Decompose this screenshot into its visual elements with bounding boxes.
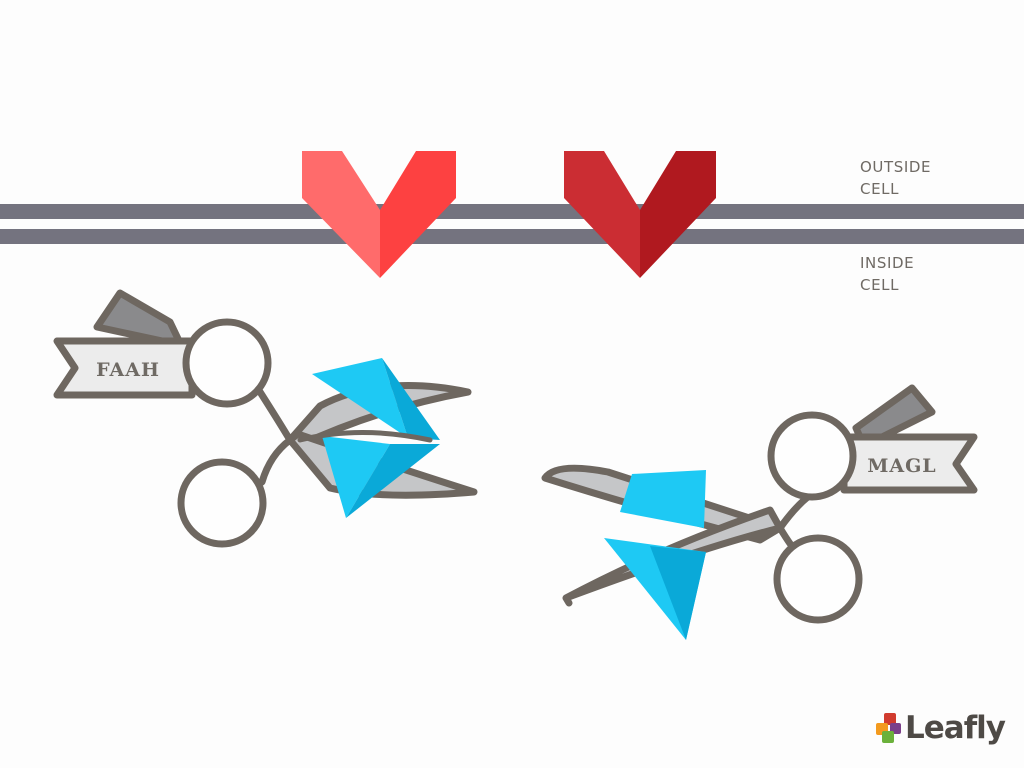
faah-label: FAAH (96, 359, 160, 381)
receptor-icon (564, 151, 716, 278)
receptor-icon (302, 151, 456, 278)
outside-label-line-1: OUTSIDE (860, 158, 932, 176)
magl-label: MAGL (867, 455, 936, 477)
leafly-logo: Leafly (876, 708, 1006, 748)
leafly-logo-icon (876, 713, 901, 743)
enzyme-tag (53, 337, 196, 399)
outside-label-line-2: CELL (860, 180, 900, 198)
inside-label-line-2: CELL (860, 276, 900, 294)
inside-label-line-1: INSIDE (860, 254, 915, 272)
leafly-wordmark: Leafly (905, 710, 1006, 746)
scissors-icon (541, 384, 978, 640)
scissors-icon (53, 289, 478, 548)
membrane-inner-line (0, 229, 1024, 244)
inside-cell-label: INSIDE CELL (860, 252, 914, 296)
cannabinoid-icon (604, 470, 706, 640)
outside-cell-label: OUTSIDE CELL (860, 156, 931, 200)
arrow-icon (93, 289, 185, 349)
cannabinoid-icon (312, 358, 440, 518)
cell-membrane (0, 204, 1024, 244)
membrane-outer-line (0, 204, 1024, 219)
